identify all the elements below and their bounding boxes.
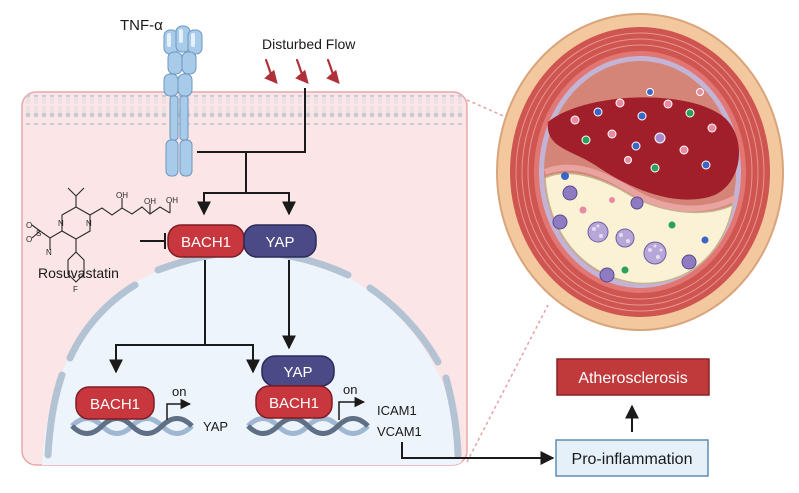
icam1-label: ICAM1 xyxy=(377,403,417,418)
dna-right xyxy=(246,416,370,436)
foam-cell-details xyxy=(592,224,663,259)
fibrous-cap xyxy=(543,164,737,212)
pro-inflammation-label: Pro-inflammation xyxy=(572,451,693,468)
yap-cytoplasm-label: YAP xyxy=(266,234,295,251)
svg-text:OH: OH xyxy=(166,196,178,205)
on-label-left: on xyxy=(172,384,186,399)
bach1-left-label: BACH1 xyxy=(90,396,140,413)
svg-text:OH: OH xyxy=(144,197,156,206)
pro-inflammation-box: Pro-inflammation xyxy=(555,439,709,477)
dna-left xyxy=(70,416,194,436)
lumen xyxy=(547,97,740,200)
on-label-right: on xyxy=(343,382,357,397)
transcription-arrow-left xyxy=(166,398,192,420)
transcription-arrow-right xyxy=(338,396,366,420)
vcam1-label: VCAM1 xyxy=(377,424,422,439)
svg-text:N: N xyxy=(86,219,92,228)
yap-gene-label: YAP xyxy=(203,419,228,434)
blood-cells xyxy=(570,88,717,173)
flow-arrows xyxy=(264,58,340,85)
svg-text:N: N xyxy=(58,219,64,228)
bach1-nucleus-right: BACH1 xyxy=(255,385,333,419)
disturbed-flow-label: Disturbed Flow xyxy=(262,36,356,52)
rosuvastatin-atoms: O S O N N N OH OH OH F xyxy=(26,191,178,294)
bach1-cytoplasm-label: BACH1 xyxy=(181,234,231,251)
connector-to-proinflammation xyxy=(401,442,555,465)
svg-text:S: S xyxy=(36,229,41,238)
svg-text:F: F xyxy=(73,285,78,294)
bach1-right-label: BACH1 xyxy=(269,395,319,412)
yap-nucleus-pill: YAP xyxy=(261,355,335,387)
yap-nucleus-label: YAP xyxy=(284,364,313,381)
bach1-cytoplasm-pill: BACH1 xyxy=(167,224,245,258)
yap-cytoplasm-pill: YAP xyxy=(243,224,317,258)
svg-text:N: N xyxy=(46,248,52,257)
svg-text:O: O xyxy=(26,221,32,230)
zoom-lines xyxy=(466,99,549,463)
foam-cells xyxy=(552,172,709,283)
rosuvastatin-label: Rosuvastatin xyxy=(38,265,119,281)
svg-text:OH: OH xyxy=(116,191,128,200)
signal-lines xyxy=(109,88,306,374)
tnf-label: TNF-α xyxy=(120,17,163,34)
cell-membrane xyxy=(23,95,466,125)
tnf-receptor xyxy=(163,25,203,177)
atherosclerosis-label: Atherosclerosis xyxy=(578,370,687,387)
artery-cross-section xyxy=(496,13,784,331)
bach1-nucleus-left: BACH1 xyxy=(75,386,155,420)
atherosclerosis-box: Atherosclerosis xyxy=(556,358,710,396)
rosuvastatin-structure xyxy=(31,187,171,283)
svg-text:O: O xyxy=(26,235,32,244)
